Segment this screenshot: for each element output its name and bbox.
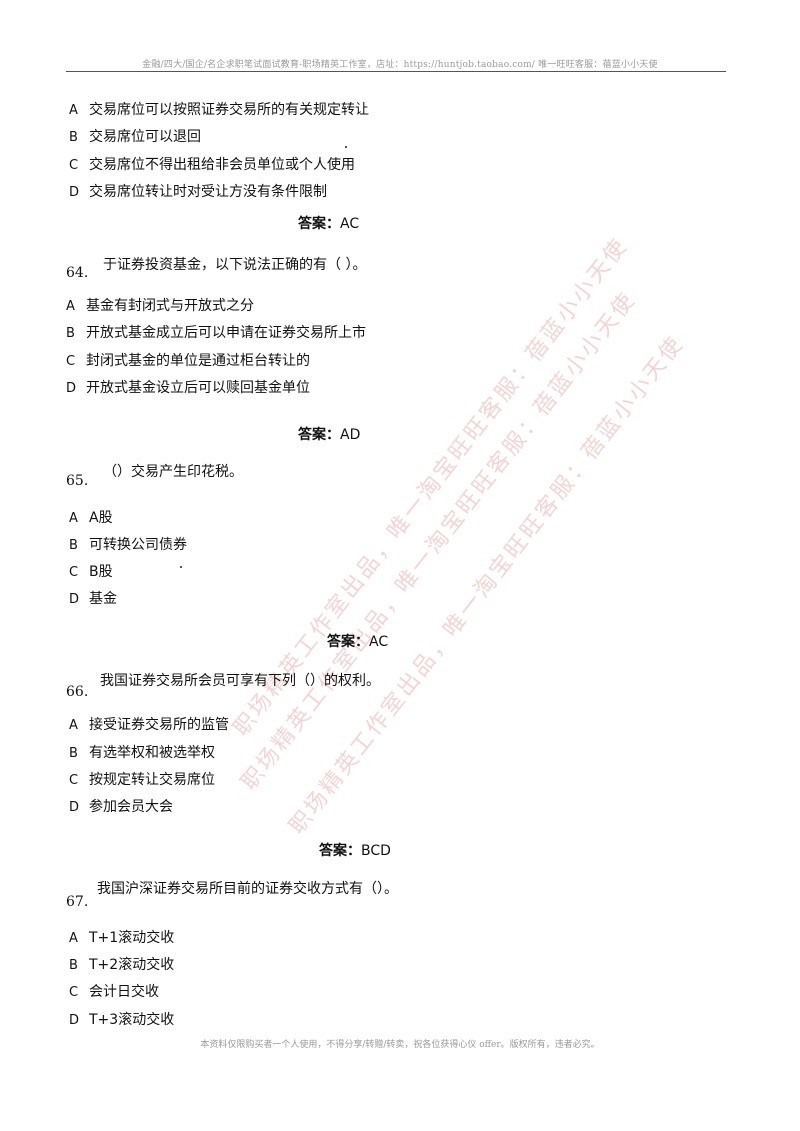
question-text: 我国沪深证券交易所目前的证券交收方式有（）。	[97, 881, 398, 897]
page-header: 金融/四大/国企/名企求职笔试面试教育-职场精英工作室，店址：https://h…	[142, 60, 658, 70]
question-number: 67.	[66, 894, 89, 910]
question-number: 66.	[66, 684, 89, 700]
question-number: 64.	[66, 265, 89, 281]
page-footer: 本资料仅限购买者一个人使用，不得分享/转赠/转卖，祝各位获得心仪 offer。版…	[200, 1040, 600, 1050]
answer-line: 答案：AC	[298, 216, 360, 232]
answer-line: 答案：BCD	[319, 843, 391, 859]
scan-speck	[180, 566, 182, 568]
header-rule	[66, 71, 726, 72]
question-number: 65.	[66, 473, 89, 489]
question-text: 于证券投资基金，以下说法正确的有（ ）。	[103, 257, 367, 273]
scan-speck	[345, 146, 347, 148]
answer-line: 答案：AD	[298, 427, 361, 443]
answer-line: 答案：AC	[327, 634, 389, 650]
question-text: 我国证券交易所会员可享有下列（）的权利。	[100, 673, 380, 689]
question-text: （）交易产生印花税。	[103, 464, 243, 480]
